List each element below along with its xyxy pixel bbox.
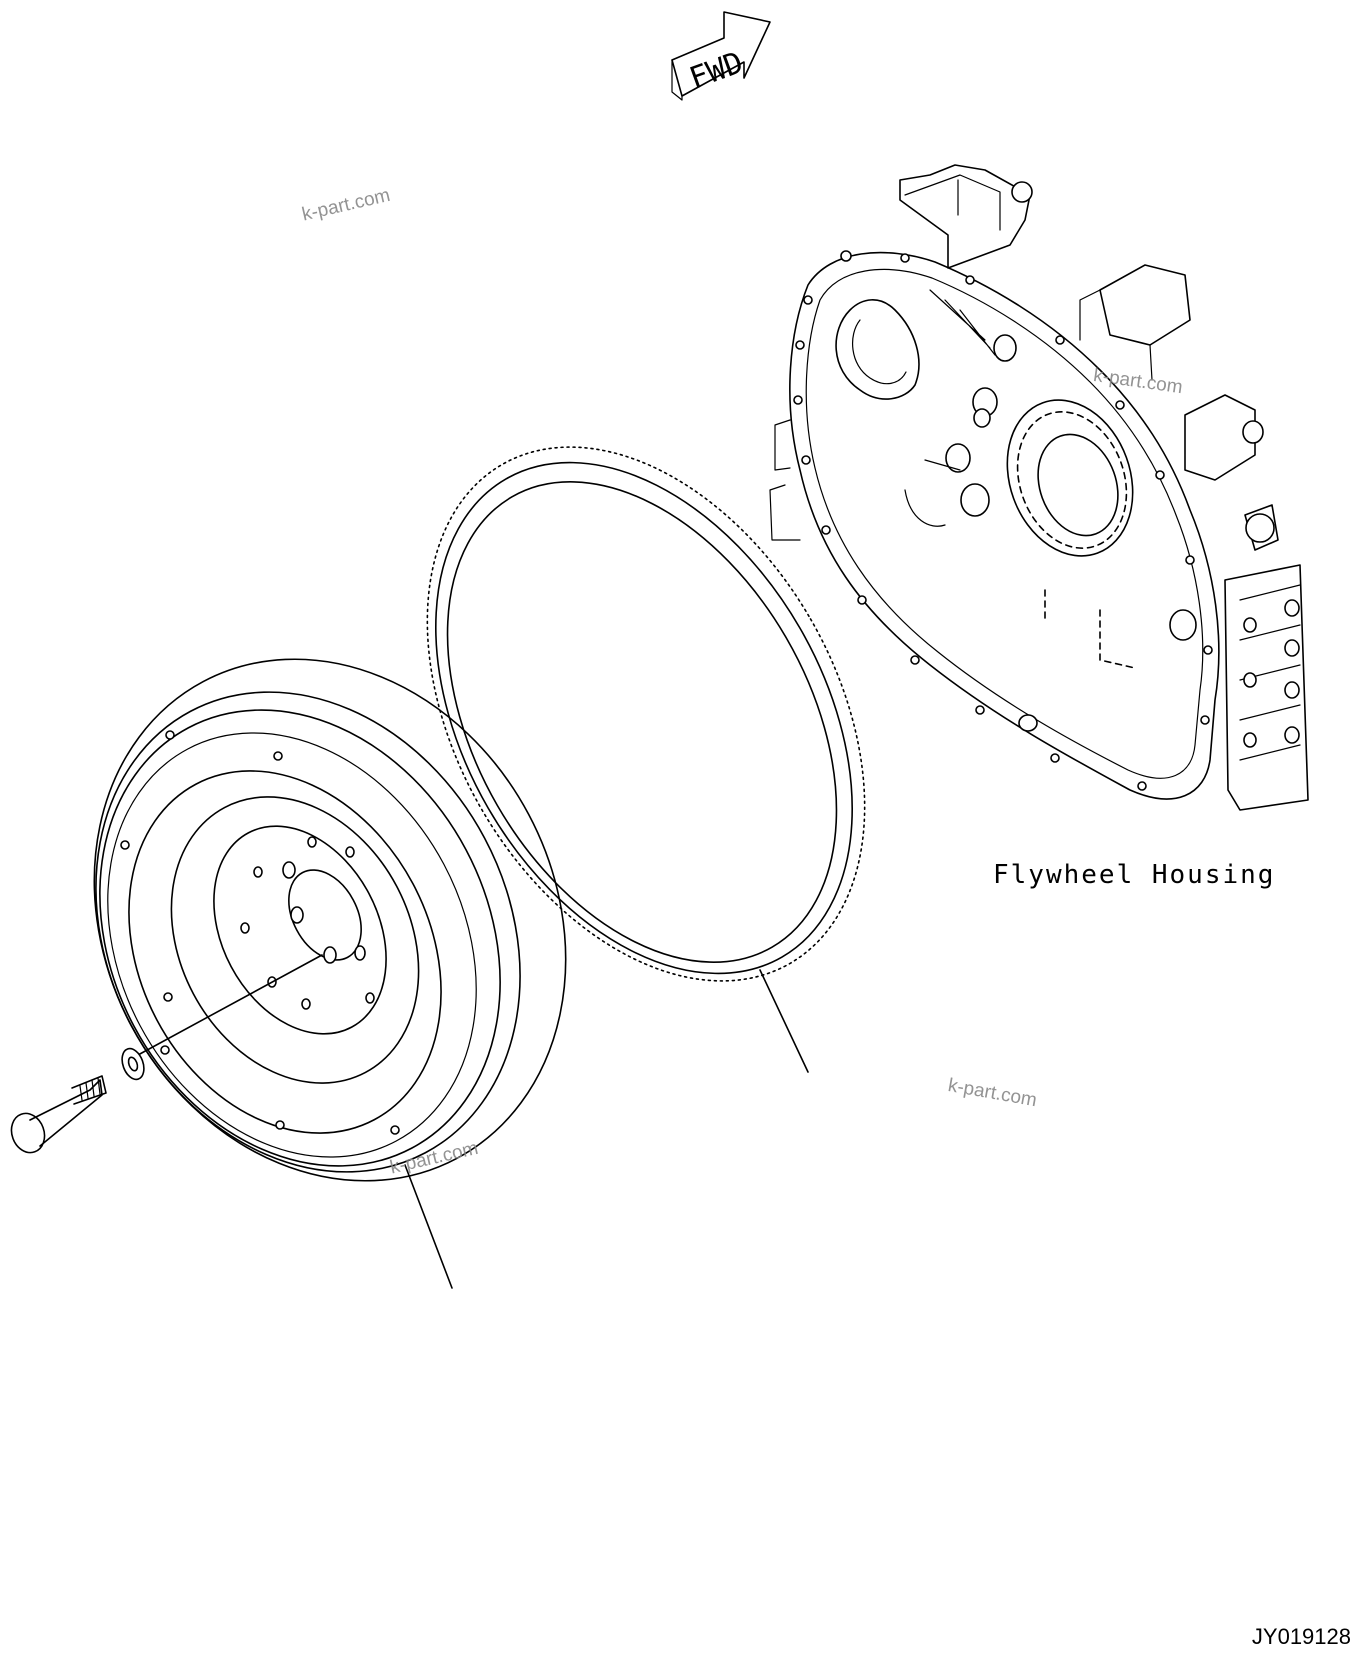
fwd-arrow-label: FWD	[685, 45, 748, 96]
ring-gear	[426, 446, 866, 1073]
flywheel-housing-label: Flywheel Housing	[993, 860, 1276, 890]
flywheel-housing	[769, 164, 1309, 811]
bolt-and-washer	[10, 954, 323, 1154]
flywheel	[93, 658, 567, 1289]
fwd-arrow-icon: FWD	[671, 11, 771, 101]
drawing-id-label: JY019128	[1251, 1624, 1351, 1649]
flywheel-bolt-holes	[120, 730, 400, 1135]
housing-bolt-holes	[793, 250, 1213, 791]
